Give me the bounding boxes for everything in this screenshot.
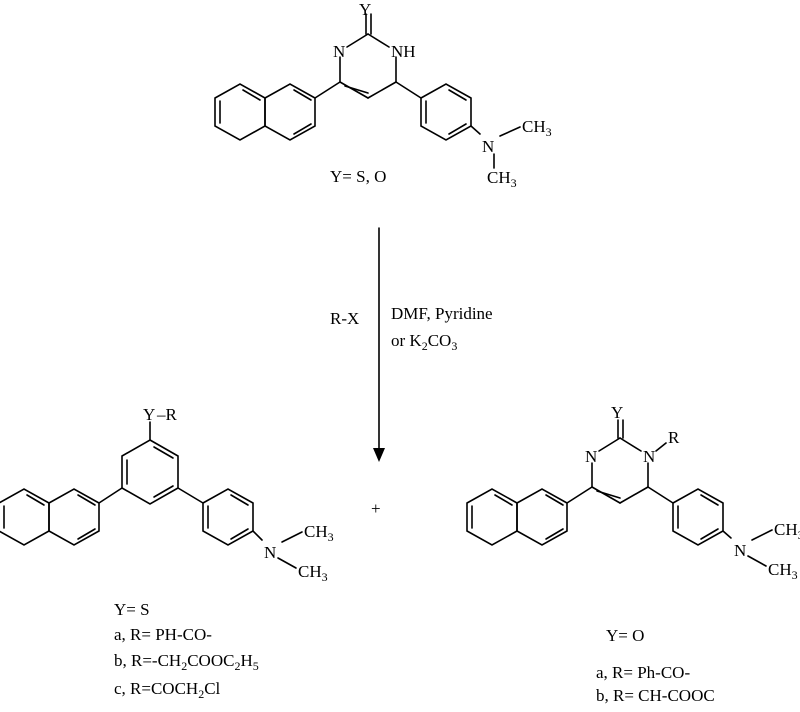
reagent-label: R-X <box>330 309 359 328</box>
right-ring-n1: N <box>585 447 597 466</box>
right-amine-n: N <box>734 541 746 560</box>
top-y-caption: Y= S, O <box>330 167 386 186</box>
left-amine-n: N <box>264 543 276 562</box>
plus-sign: + <box>371 499 381 518</box>
left-r-group: –R <box>156 405 178 424</box>
top-structure <box>214 13 521 169</box>
top-ring-nh: NH <box>391 42 416 61</box>
top-methyl-2: CH3 <box>487 168 517 190</box>
left-y-atom: Y <box>143 405 155 424</box>
right-r-group: R <box>668 428 680 447</box>
left-item-a: a, R= PH-CO- <box>114 625 212 644</box>
top-amine-n: N <box>482 137 494 156</box>
top-y-atom: Y <box>359 0 371 19</box>
right-y-atom: Y <box>611 403 623 422</box>
right-ring-n3: N <box>643 447 655 466</box>
conditions-line-1: DMF, Pyridine <box>391 304 493 323</box>
reaction-arrow <box>373 227 385 462</box>
top-methyl-1: CH3 <box>522 117 552 139</box>
left-methyl-1: CH3 <box>304 522 334 544</box>
conditions-line-2: or K2CO3 <box>391 331 457 353</box>
right-product-structure <box>466 419 773 567</box>
right-methyl-1: CH3 <box>774 520 800 542</box>
top-ring-n: N <box>333 42 345 61</box>
right-methyl-2: CH3 <box>768 560 798 582</box>
left-y-condition: Y= S <box>114 600 150 619</box>
right-item-a: a, R= Ph-CO- <box>596 663 690 682</box>
right-y-condition: Y= O <box>606 626 644 645</box>
left-item-c: c, R=COCH2Cl <box>114 679 221 701</box>
right-item-b: b, R= CH-COOC <box>596 686 715 705</box>
left-methyl-2: CH3 <box>298 562 328 584</box>
left-item-b: b, R=-CH2COOC2H5 <box>114 651 259 673</box>
left-product-structure <box>0 421 303 569</box>
